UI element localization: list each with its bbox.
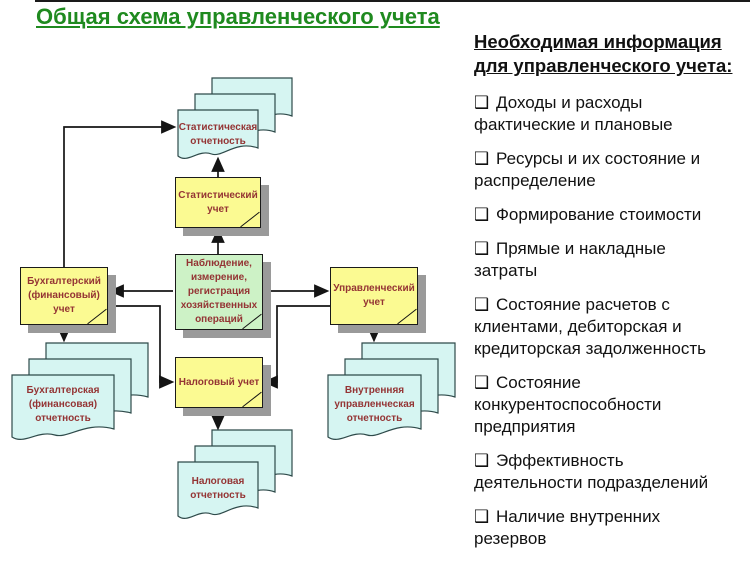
square-bullet-icon: ❑ — [474, 507, 490, 526]
top-divider-line — [35, 0, 750, 2]
square-bullet-icon: ❑ — [474, 93, 490, 112]
info-item: ❑ Формирование стоимости — [474, 204, 748, 226]
required-information-panel: Необходимая информация для управленческо… — [474, 30, 748, 562]
info-list: ❑ Доходы и расходы фактические и плановы… — [474, 92, 748, 550]
info-item: ❑ Ресурсы и их состояние и распределение — [474, 148, 748, 192]
box-statistical-accounting-label: Статистический учет — [178, 189, 258, 215]
square-bullet-icon: ❑ — [474, 205, 490, 224]
management-accounting-flowchart: Статистический учет Наблюдение, измерени… — [0, 0, 470, 561]
info-item: ❑ Эффективность деятельности подразделен… — [474, 450, 748, 494]
info-item-text: Ресурсы и их состояние и распределение — [474, 149, 701, 190]
info-item: ❑ Наличие внутренних резервов — [474, 506, 748, 550]
box-financial-accounting: Бухгалтерский (финансовый) учет — [20, 267, 108, 325]
square-bullet-icon: ❑ — [474, 149, 490, 168]
info-item: ❑ Состояние расчетов с клиентами, дебито… — [474, 294, 748, 360]
square-bullet-icon: ❑ — [474, 373, 490, 392]
box-observation-registration: Наблюдение, измерение, регистрация хозяй… — [175, 254, 263, 330]
flowchart-canvas — [11, 77, 456, 519]
info-item-text: Доходы и расходы фактические и плановые — [474, 93, 673, 134]
info-item-text: Состояние конкурентоспособности предприя… — [474, 373, 662, 436]
square-bullet-icon: ❑ — [474, 239, 490, 258]
box-management-accounting-label: Управленческий учет — [333, 283, 415, 308]
info-item-text: Состояние расчетов с клиентами, дебиторс… — [474, 295, 706, 358]
info-item: ❑ Прямые и накладные затраты — [474, 238, 748, 282]
info-item-text: Прямые и накладные затраты — [474, 239, 666, 280]
document-stack-tax-reporting — [177, 429, 293, 519]
document-stack-internal-management-reporting — [327, 342, 456, 440]
connector-management-to-tax — [262, 305, 330, 389]
info-item: ❑ Доходы и расходы фактические и плановы… — [474, 92, 748, 136]
box-management-accounting: Управленческий учет — [330, 267, 418, 325]
document-stack-accounting-reporting — [11, 342, 149, 440]
square-bullet-icon: ❑ — [474, 295, 490, 314]
info-item-text: Наличие внутренних резервов — [474, 507, 661, 548]
document-stack-statistical-reporting — [177, 77, 293, 159]
connector-accounting-to-stat-reporting — [63, 120, 177, 268]
info-panel-heading: Необходимая информация для управленческо… — [474, 31, 733, 76]
box-tax-accounting-label: Налоговый учет — [178, 376, 260, 388]
square-bullet-icon: ❑ — [474, 451, 490, 470]
info-item: ❑ Состояние конкурентоспособности предпр… — [474, 372, 748, 438]
info-item-text: Эффективность деятельности подразделений — [474, 451, 709, 492]
box-statistical-accounting: Статистический учет — [175, 177, 261, 228]
box-tax-accounting: Налоговый учет — [175, 357, 263, 408]
box-financial-accounting-label: Бухгалтерский (финансовый) учет — [27, 276, 101, 315]
info-item-text: Формирование стоимости — [496, 205, 702, 224]
page-title: Общая схема управленческого учета — [36, 4, 440, 29]
box-observation-registration-label: Наблюдение, измерение, регистрация хозяй… — [180, 258, 258, 325]
connector-accounting-to-tax — [108, 305, 175, 389]
